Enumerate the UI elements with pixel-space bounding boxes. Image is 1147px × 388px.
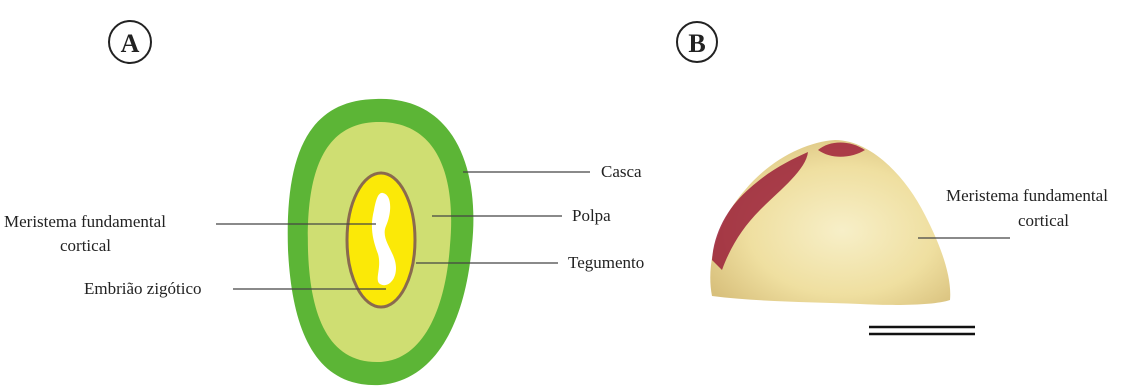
- panel-b-marker: B: [677, 22, 717, 62]
- polpa-label: Polpa: [572, 206, 611, 225]
- panel-a-marker: A: [109, 21, 151, 63]
- seed-photo: [710, 140, 1010, 305]
- casca-label: Casca: [601, 162, 642, 181]
- seed-schematic: [288, 99, 474, 385]
- tegumento-label: Tegumento: [568, 253, 644, 272]
- panel-a-letter: A: [121, 29, 140, 58]
- scale-bar-icon: [869, 327, 975, 334]
- meristema-label-line2: cortical: [60, 236, 111, 255]
- panel-b-letter: B: [688, 29, 705, 58]
- embriao-label: Embrião zigótico: [84, 279, 202, 298]
- meristema-label-line1: Meristema fundamental: [4, 212, 166, 231]
- photo-meristema-label-line2: cortical: [1018, 211, 1069, 230]
- photo-meristema-label-line1: Meristema fundamental: [946, 186, 1108, 205]
